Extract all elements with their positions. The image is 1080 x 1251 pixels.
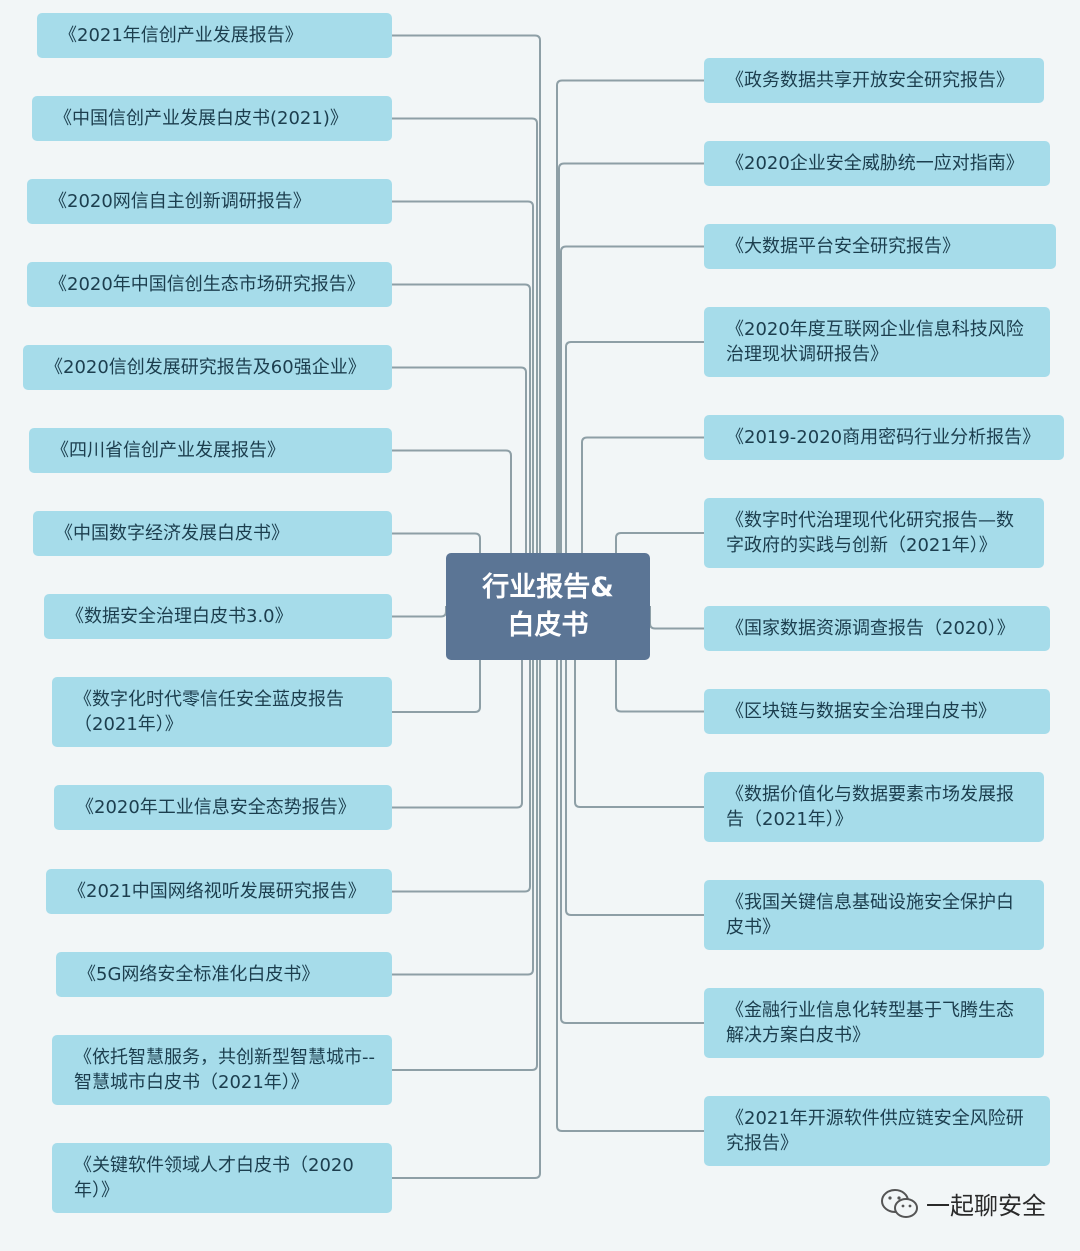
left-node-9: 《数字化时代零信任安全蓝皮报告（2021年）》	[52, 677, 392, 747]
connector-left-1	[392, 34, 541, 606]
connector-left-11	[392, 606, 531, 893]
left-node-13: 《依托智慧服务，共创新型智慧城市--智慧城市白皮书（2021年）》	[52, 1035, 392, 1105]
watermark: 一起聊安全	[880, 1186, 1046, 1221]
connector-right-8	[615, 606, 704, 713]
connector-left-7	[392, 532, 481, 606]
connector-left-9	[392, 606, 481, 713]
connector-right-4	[565, 341, 704, 606]
connector-right-9	[574, 606, 704, 808]
center-topic: 行业报告&白皮书	[446, 553, 650, 660]
connector-left-12	[392, 606, 534, 976]
left-node-12: 《5G网络安全标准化白皮书》	[56, 952, 392, 997]
connector-right-7	[649, 606, 704, 630]
left-node-8: 《数据安全治理白皮书3.0》	[44, 594, 392, 639]
connector-left-3	[392, 200, 534, 606]
center-topic-label: 行业报告&白皮书	[482, 571, 614, 641]
left-node-10: 《2020年工业信息安全态势报告》	[54, 785, 392, 830]
connector-left-6	[392, 449, 512, 606]
left-node-4: 《2020年中国信创生态市场研究报告》	[27, 262, 392, 307]
right-node-7: 《国家数据资源调查报告（2020）》	[704, 606, 1050, 651]
left-node-14: 《关键软件领域人才白皮书（2020年）》	[52, 1143, 392, 1213]
connector-left-8	[392, 606, 447, 618]
connector-right-5	[581, 436, 704, 606]
wechat-icon	[881, 1188, 918, 1218]
left-node-11: 《2021中国网络视听发展研究报告》	[46, 869, 392, 914]
connector-right-10	[565, 606, 704, 916]
connector-left-2	[392, 117, 538, 606]
connector-left-4	[392, 283, 531, 606]
connector-left-14	[392, 606, 541, 1179]
connector-right-6	[615, 532, 704, 606]
right-node-4: 《2020年度互联网企业信息科技风险治理现状调研报告》	[704, 307, 1050, 377]
connector-left-10	[392, 606, 523, 809]
right-node-1: 《政务数据共享开放安全研究报告》	[704, 58, 1044, 103]
connector-left-13	[392, 606, 538, 1071]
right-node-10: 《我国关键信息基础设施安全保护白皮书》	[704, 880, 1044, 950]
left-node-6: 《四川省信创产业发展报告》	[29, 428, 392, 473]
right-node-11: 《金融行业信息化转型基于飞腾生态解决方案白皮书》	[704, 988, 1044, 1058]
connector-right-11	[560, 606, 704, 1024]
watermark-text: 一起聊安全	[926, 1192, 1046, 1220]
left-node-3: 《2020网信自主创新调研报告》	[27, 179, 392, 224]
left-node-5: 《2020信创发展研究报告及60强企业》	[23, 345, 392, 390]
right-node-9: 《数据价值化与数据要素市场发展报告（2021年）》	[704, 772, 1044, 842]
right-node-8: 《区块链与数据安全治理白皮书》	[704, 689, 1050, 734]
left-node-1: 《2021年信创产业发展报告》	[37, 13, 392, 58]
connector-right-2	[558, 162, 704, 606]
connector-right-1	[556, 79, 704, 606]
right-node-2: 《2020企业安全威胁统一应对指南》	[704, 141, 1050, 186]
connector-left-5	[392, 366, 527, 606]
left-node-2: 《中国信创产业发展白皮书(2021)》	[32, 96, 392, 141]
right-node-5: 《2019-2020商用密码行业分析报告》	[704, 415, 1064, 460]
right-node-12: 《2021年开源软件供应链安全风险研究报告》	[704, 1096, 1050, 1166]
right-node-6: 《数字时代治理现代化研究报告—数字政府的实践与创新（2021年）》	[704, 498, 1044, 568]
connector-right-3	[560, 245, 704, 606]
right-node-3: 《大数据平台安全研究报告》	[704, 224, 1056, 269]
connector-right-12	[556, 606, 704, 1132]
left-node-7: 《中国数字经济发展白皮书》	[33, 511, 392, 556]
